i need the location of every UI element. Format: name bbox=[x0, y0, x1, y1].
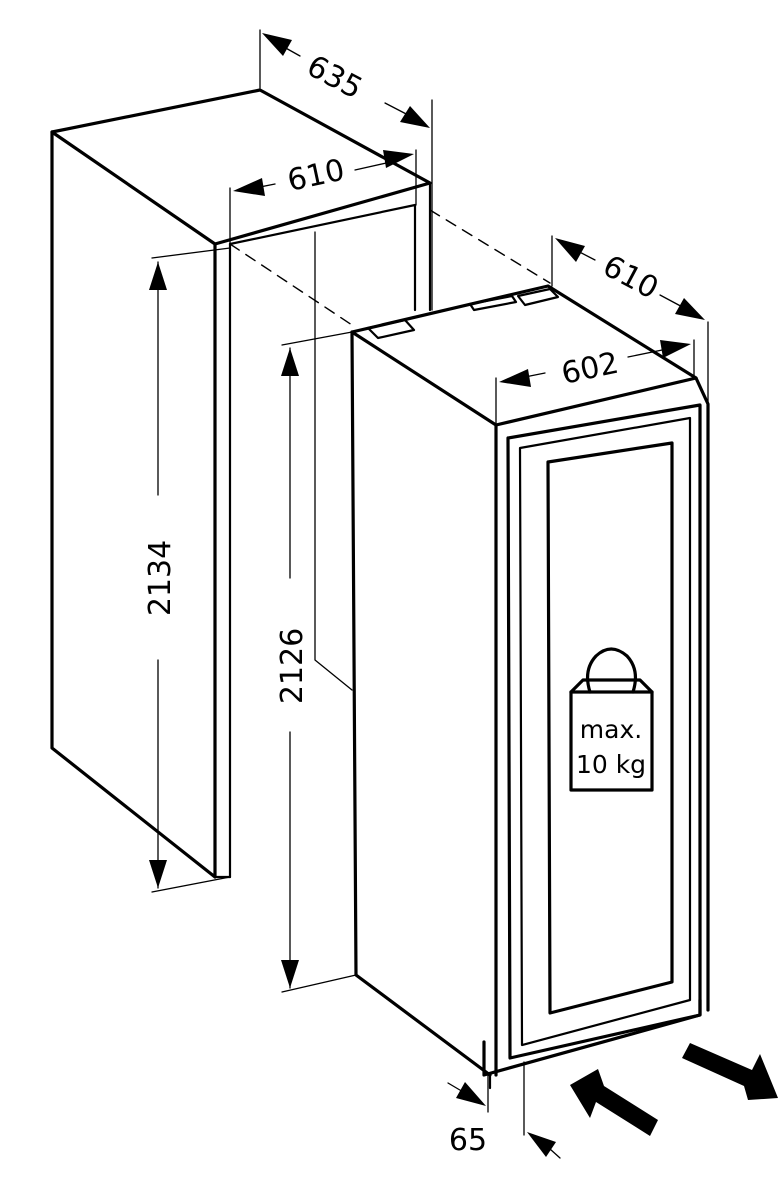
dim-65-label: 65 bbox=[449, 1123, 487, 1158]
dim-635-label: 635 bbox=[301, 49, 368, 107]
niche-cabinet bbox=[50, 88, 432, 879]
airflow-in-arrow bbox=[570, 1069, 658, 1136]
dim-2126-label: 2126 bbox=[275, 628, 310, 704]
dim-2134-label: 2134 bbox=[143, 540, 178, 616]
dimension-niche-height: 2134 bbox=[143, 247, 231, 893]
dimension-appliance-height: 2126 bbox=[275, 331, 357, 993]
airflow-out-arrow bbox=[682, 1043, 778, 1100]
dim-602-label: 602 bbox=[558, 346, 621, 392]
dimension-door-offset: 65 bbox=[447, 1061, 561, 1159]
dim-610-niche-label: 610 bbox=[284, 153, 347, 199]
weight-icon: max. 10 kg bbox=[569, 647, 654, 792]
weight-label-line2: 10 kg bbox=[576, 750, 646, 779]
appliance-body bbox=[229, 209, 710, 1090]
dim-610-appliance-label: 610 bbox=[597, 249, 664, 307]
weight-label-line1: max. bbox=[580, 715, 642, 744]
dimension-niche-width: 610 bbox=[229, 149, 417, 245]
